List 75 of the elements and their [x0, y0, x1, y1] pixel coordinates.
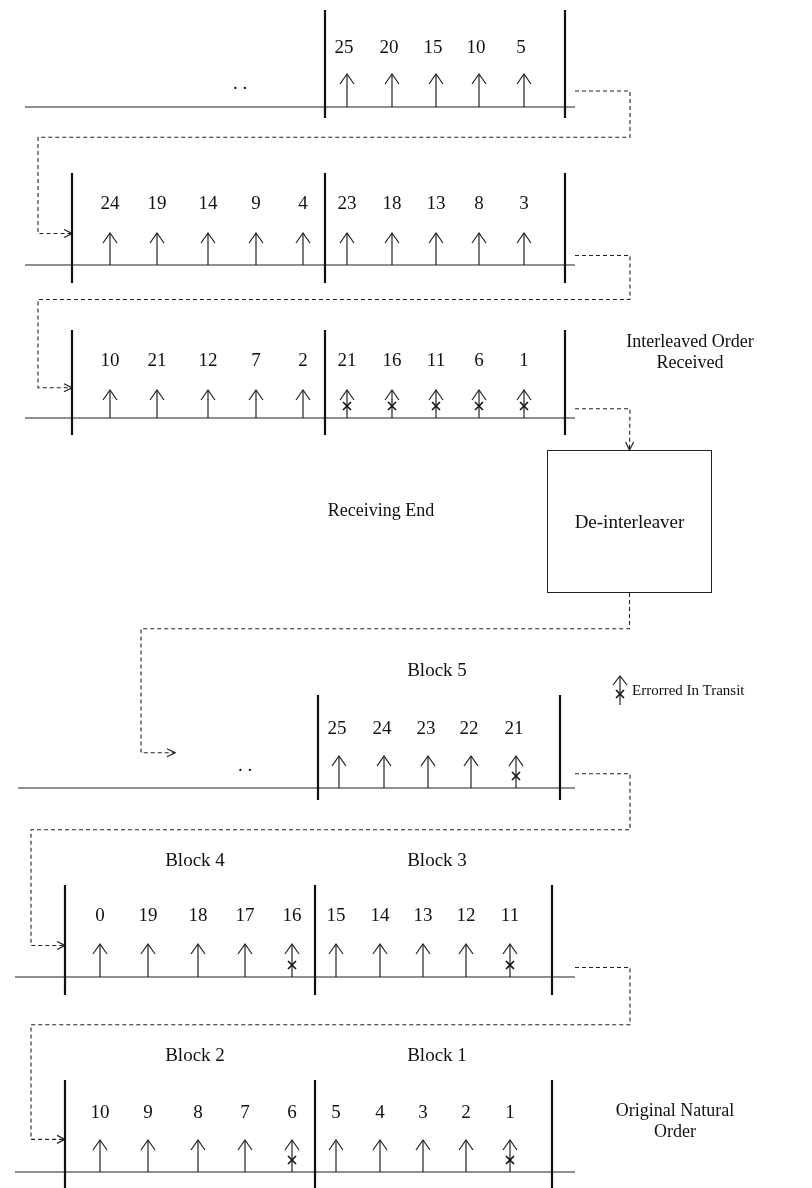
- timeline-track: [72, 173, 575, 283]
- block-label: Block 2: [165, 1044, 225, 1066]
- dashed-arrow: [30, 773, 631, 951]
- sequence-number: 12: [198, 349, 218, 371]
- sequence-number: 9: [251, 192, 261, 214]
- sequence-number: 24: [372, 717, 392, 739]
- dashed-arrow: [30, 966, 631, 1144]
- sequence-number: 10: [90, 1101, 110, 1123]
- sequence-number: 13: [413, 904, 433, 926]
- sequence-number: 15: [423, 36, 443, 58]
- sequence-number: 21: [147, 349, 167, 371]
- block-label: Block 1: [407, 1044, 467, 1066]
- dashed-arrow: [37, 90, 631, 239]
- sequence-number: 3: [418, 1101, 428, 1123]
- sequence-number: 14: [198, 192, 218, 214]
- sequence-number: 1: [505, 1101, 515, 1123]
- sequence-number: 21: [504, 717, 524, 739]
- sequence-number: 18: [382, 192, 402, 214]
- sequence-number: 10: [466, 36, 486, 58]
- sequence-number: 9: [143, 1101, 153, 1123]
- sequence-number: 16: [382, 349, 402, 371]
- sequence-number: 5: [331, 1101, 341, 1123]
- dashed-arrow: [37, 254, 631, 393]
- block-label: Block 3: [407, 849, 467, 871]
- sequence-number: 11: [500, 904, 520, 926]
- annotation: Original Natural Order: [614, 1100, 736, 1142]
- sequence-number: 2: [298, 349, 308, 371]
- sequence-number: 8: [474, 192, 484, 214]
- sequence-number: 0: [95, 904, 105, 926]
- sequence-number: 18: [188, 904, 208, 926]
- sequence-number: 23: [416, 717, 436, 739]
- sequence-number: 3: [519, 192, 529, 214]
- sequence-number: 19: [138, 904, 158, 926]
- sequence-number: 11: [426, 349, 446, 371]
- sequence-number: 25: [334, 36, 354, 58]
- sequence-number: 24: [100, 192, 120, 214]
- process-box: [547, 450, 712, 593]
- dashed-arrow: [140, 592, 631, 758]
- sequence-number: 22: [459, 717, 479, 739]
- sequence-number: 6: [287, 1101, 297, 1123]
- sequence-number: 21: [337, 349, 357, 371]
- block-label: Block 4: [165, 849, 225, 871]
- annotation: Interleaved Order Received: [625, 331, 755, 373]
- legend-label: Errorred In Transit: [632, 682, 745, 700]
- annotation: Receiving End: [327, 499, 435, 521]
- sequence-number: 4: [375, 1101, 385, 1123]
- sequence-number: 13: [426, 192, 446, 214]
- sequence-number: 14: [370, 904, 390, 926]
- process-label: De-interleaver: [574, 510, 685, 533]
- timeline-track: [65, 885, 575, 995]
- dashed-arrow: [574, 408, 635, 451]
- sequence-number: 1: [519, 349, 529, 371]
- sequence-number: 17: [235, 904, 255, 926]
- sequence-number: 6: [474, 349, 484, 371]
- timeline-track: [325, 10, 575, 118]
- timeline-track: [72, 330, 575, 435]
- sequence-number: 23: [337, 192, 357, 214]
- sequence-number: 7: [251, 349, 261, 371]
- ellipsis: . .: [237, 754, 253, 776]
- sequence-number: 12: [456, 904, 476, 926]
- sequence-number: 2: [461, 1101, 471, 1123]
- timeline-track: [65, 1080, 575, 1188]
- timeline-track: [175, 695, 575, 800]
- sequence-number: 10: [100, 349, 120, 371]
- sequence-number: 7: [240, 1101, 250, 1123]
- sequence-number: 16: [282, 904, 302, 926]
- sequence-number: 8: [193, 1101, 203, 1123]
- block-label: Block 5: [407, 659, 467, 681]
- sequence-number: 20: [379, 36, 399, 58]
- sequence-number: 25: [327, 717, 347, 739]
- ellipsis: . .: [232, 72, 248, 94]
- sequence-number: 4: [298, 192, 308, 214]
- sequence-number: 15: [326, 904, 346, 926]
- sequence-number: 19: [147, 192, 167, 214]
- sequence-number: 5: [516, 36, 526, 58]
